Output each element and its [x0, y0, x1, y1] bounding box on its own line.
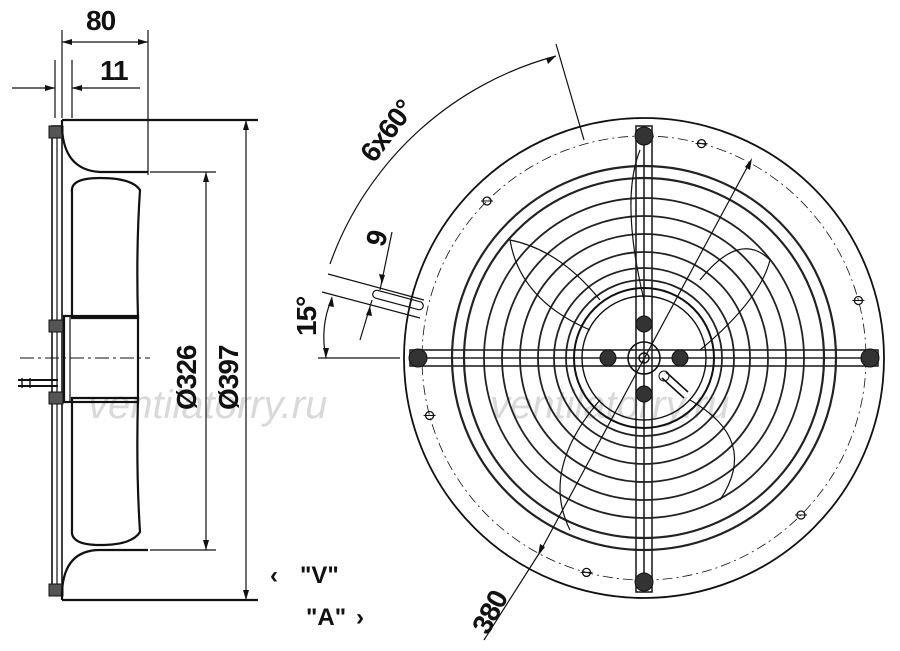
dim-offset-angle-label: 15° [291, 297, 322, 336]
dim-inner-dia-label: Ø326 [171, 345, 202, 410]
front-view: 380 6x60° 9 15° [291, 43, 885, 641]
flow-v-arrow: ‹ [270, 562, 278, 589]
flange-outline [403, 117, 885, 599]
mounting-holes [423, 138, 865, 578]
dim-slot-label: 9 [360, 227, 394, 250]
flow-a-label: "A" [306, 604, 346, 631]
dim-flange-label: 11 [100, 55, 128, 86]
flow-v-label: "V" [300, 562, 339, 589]
flow-a-arrow: › [356, 604, 364, 631]
dim-pitch-dia-label: 380 [466, 585, 514, 639]
side-view: 80 11 [12, 5, 258, 602]
watermark-right: ventilatorry.ru [490, 383, 729, 427]
dim-outer-dia-label: Ø397 [213, 345, 244, 410]
dim-depth-label: 80 [86, 5, 116, 36]
watermark-left: ventilatorry.ru [88, 383, 327, 427]
dim-hole-angle-label: 6x60° [354, 94, 420, 167]
